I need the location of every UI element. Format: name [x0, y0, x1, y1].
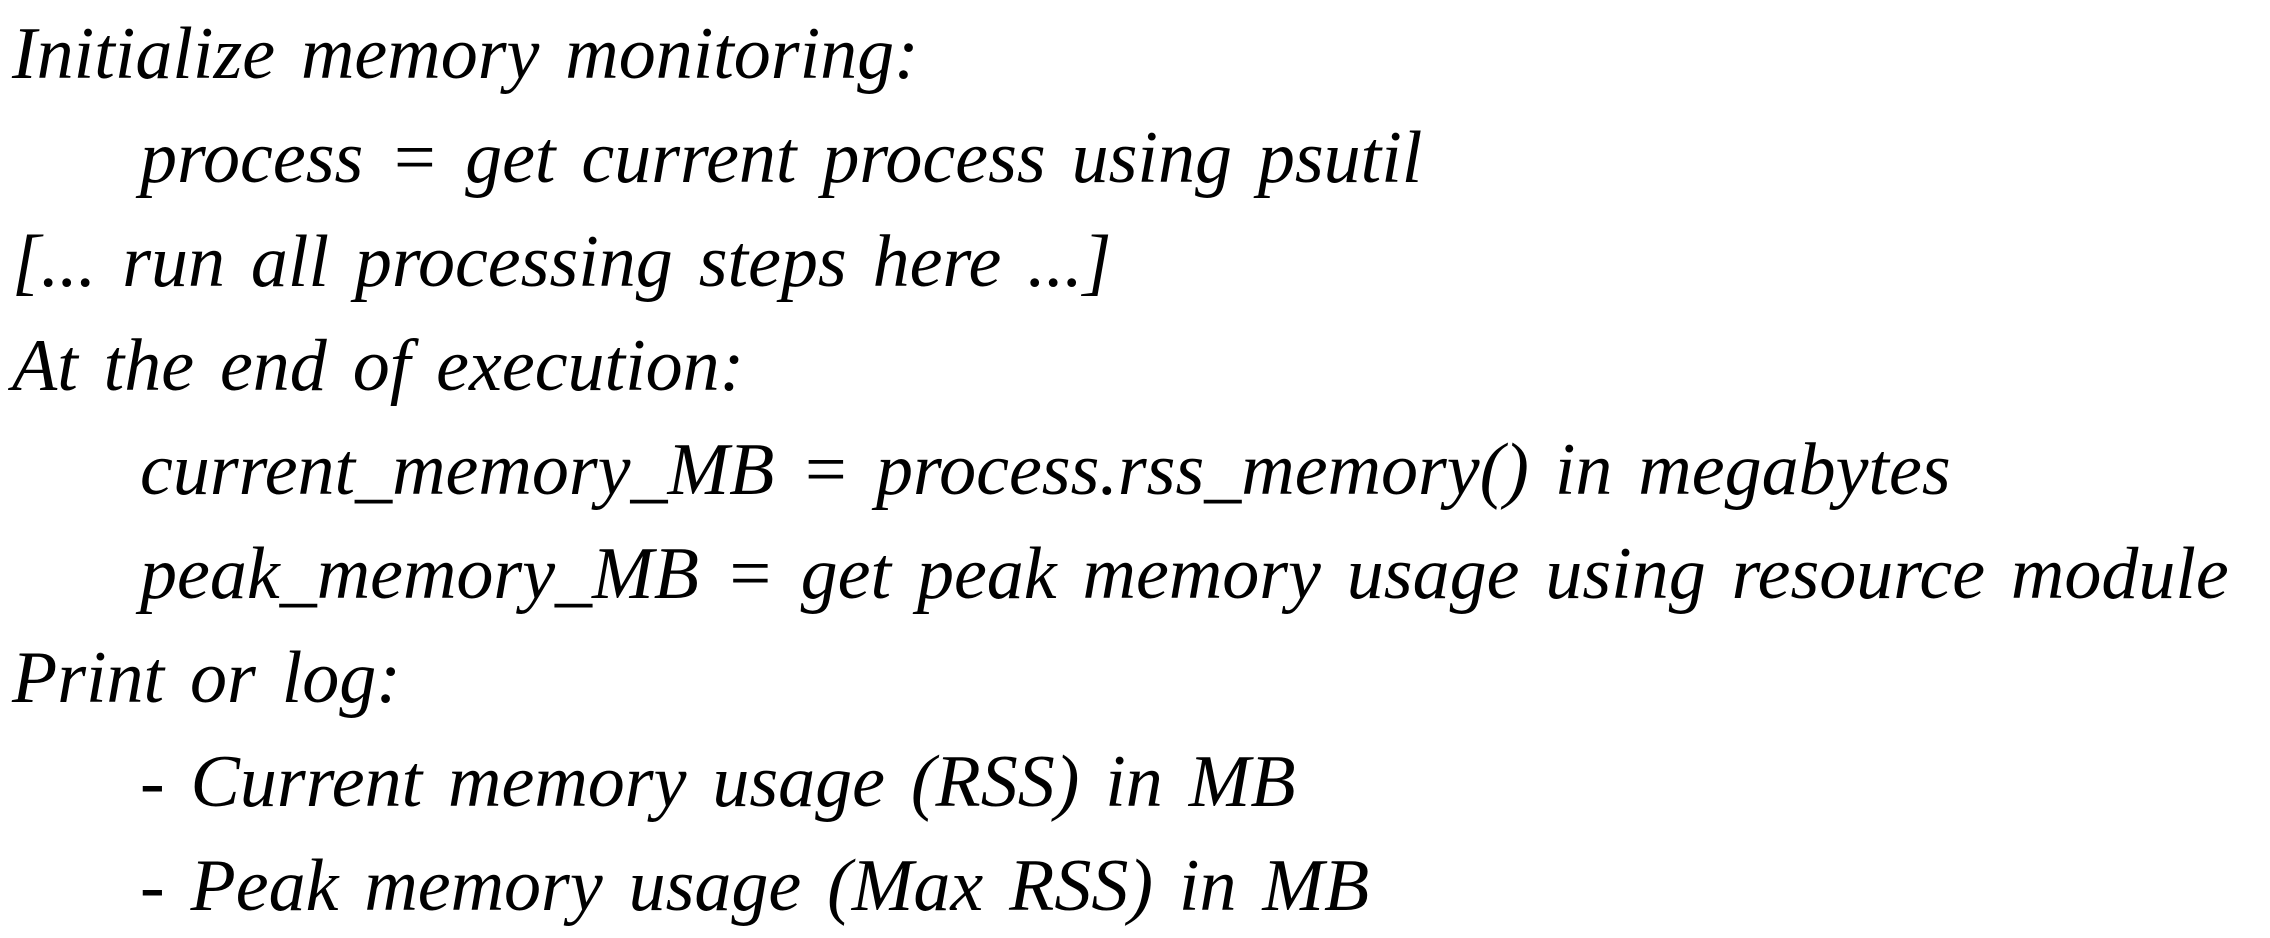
pseudocode-line: Print or log: — [12, 637, 401, 719]
pseudocode-line: - Peak memory usage (Max RSS) in MB — [140, 845, 1370, 927]
pseudocode-line: process = get current process using psut… — [140, 117, 1423, 199]
pseudocode-line: At the end of execution: — [12, 325, 745, 407]
pseudocode-line: Initialize memory monitoring: — [12, 13, 919, 95]
pseudocode-line: current_memory_MB = process.rss_memory()… — [140, 429, 1951, 511]
pseudocode-line: peak_memory_MB = get peak memory usage u… — [140, 533, 2229, 615]
pseudocode-line: - Current memory usage (RSS) in MB — [140, 741, 1296, 823]
pseudocode-line: [... run all processing steps here ...] — [12, 221, 1112, 303]
